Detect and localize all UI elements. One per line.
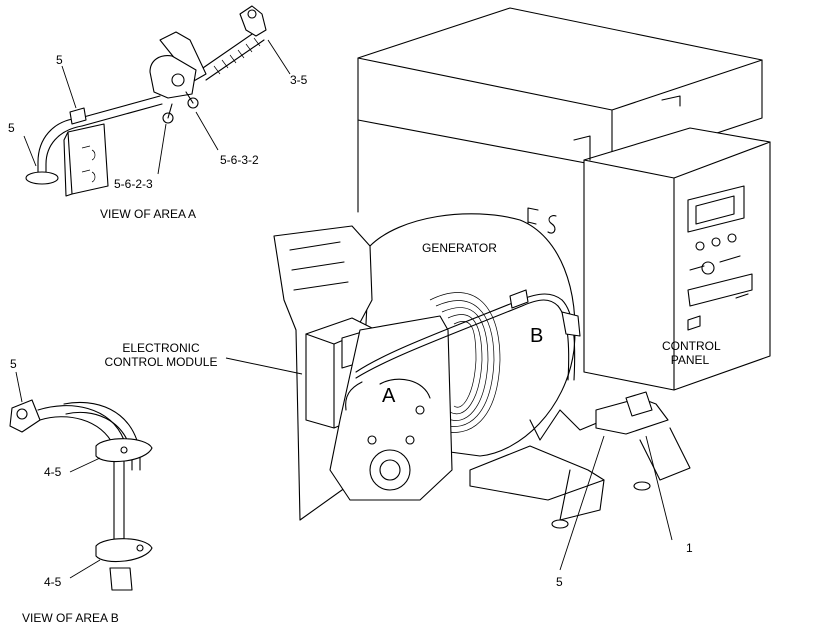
callout-a-clip-left: 5-6-2-3 xyxy=(114,177,153,191)
view-area-b-detail xyxy=(9,371,153,591)
callout-main-part-1: 1 xyxy=(686,541,693,555)
area-a-marker: A xyxy=(382,385,396,407)
control-panel-label-line2: PANEL xyxy=(670,353,710,367)
ecm-label-line2: CONTROL MODULE xyxy=(104,355,218,369)
control-panel-label-line1: CONTROL xyxy=(662,339,721,353)
generator-label: GENERATOR xyxy=(422,241,497,255)
callout-b-clip-upper: 4-5 xyxy=(44,465,62,479)
callout-b-clip-lower: 4-5 xyxy=(44,575,62,589)
callout-a-left-loop: 5 xyxy=(8,121,15,135)
genset-assembly xyxy=(225,7,771,571)
callout-a-clip-right: 5-6-3-2 xyxy=(220,153,259,167)
callout-a-conduit: 3-5 xyxy=(290,73,308,87)
view-area-b-title: VIEW OF AREA B xyxy=(22,611,119,625)
callout-a-top-clip: 5 xyxy=(56,53,63,67)
area-b-marker: B xyxy=(530,325,544,347)
ecm-label-line1: ELECTRONIC xyxy=(122,341,200,355)
generator-fins xyxy=(429,292,501,433)
callout-main-part-5: 5 xyxy=(556,575,563,589)
view-area-a-title: VIEW OF AREA A xyxy=(100,207,197,221)
view-area-a-detail xyxy=(23,5,291,197)
callout-b-top: 5 xyxy=(10,357,17,371)
